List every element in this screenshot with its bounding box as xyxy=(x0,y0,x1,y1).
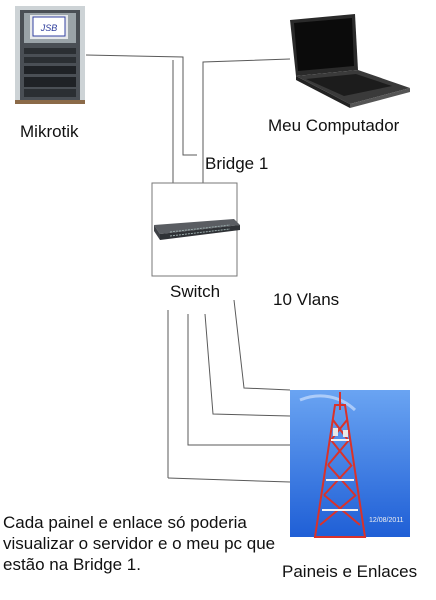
tower-date-stamp: 12/08/2011 xyxy=(369,517,404,524)
line-switch-to-panels-2 xyxy=(187,314,290,446)
mikrotik-label: Mikrotik xyxy=(20,122,79,141)
line-switch-to-panels-3 xyxy=(204,313,291,417)
monitor-logo: JSB xyxy=(40,23,58,33)
computer-label: Meu Computador xyxy=(268,116,400,135)
laptop-image xyxy=(290,14,410,108)
line-switch-to-panels-1b xyxy=(167,477,291,483)
tower-image: 12/08/2011 xyxy=(290,390,410,538)
panels-label: Paineis e Enlaces xyxy=(282,562,418,581)
bridge-label: Bridge 1 xyxy=(205,154,269,173)
description-note: Cada painel e enlace só poderia visualiz… xyxy=(3,513,276,574)
connection-lines xyxy=(85,54,291,483)
line-switch-to-panels-4 xyxy=(233,299,291,391)
line-mikrotik-to-bridge xyxy=(85,54,197,156)
mikrotik-rack-image: JSB xyxy=(15,6,85,104)
switch-label: Switch xyxy=(170,282,221,301)
vlans-label: 10 Vlans xyxy=(273,290,340,309)
line-computer-to-bridge xyxy=(202,58,291,183)
switch-image xyxy=(151,182,240,277)
